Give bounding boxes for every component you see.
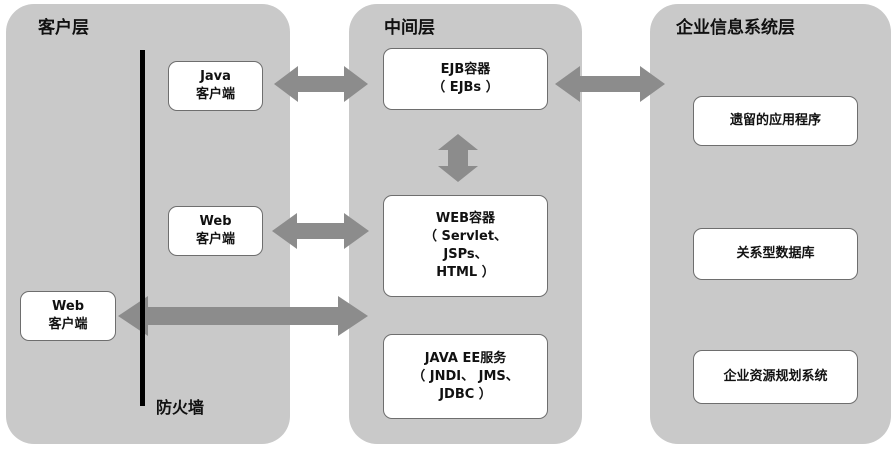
- ejb-container-line1: EJB容器: [440, 62, 491, 77]
- web-container-box: WEB容器 （ Servlet、 JSPs、 HTML ）: [383, 195, 548, 297]
- ejb-container-line2: （ EJBs ）: [432, 80, 499, 95]
- web-container-line3: JSPs、: [443, 247, 488, 262]
- erp-system-label: 企业资源规划系统: [723, 369, 828, 384]
- legacy-apps-box: 遗留的应用程序: [693, 96, 858, 146]
- web-client-2-line1: Web: [52, 299, 84, 314]
- relational-db-box: 关系型数据库: [693, 228, 858, 280]
- arrow-java-ejb: [274, 66, 368, 102]
- java-client-line2: 客户端: [195, 87, 235, 102]
- javaee-services-line3: JDBC ）: [439, 386, 492, 402]
- web-container-line2: （ Servlet、: [423, 229, 508, 244]
- ejb-container-box: EJB容器 （ EJBs ）: [383, 48, 548, 110]
- web-container-line1: WEB容器: [435, 211, 496, 226]
- web-container-line4: HTML ）: [436, 265, 495, 280]
- eis-tier-title: 企业信息系统层: [676, 18, 795, 38]
- web-client-1-line1: Web: [199, 214, 232, 229]
- arrow-webclient2-middle: [118, 296, 368, 336]
- java-client-line1: Java: [200, 69, 231, 84]
- web-client-2-line2: 客户端: [48, 317, 88, 332]
- java-client-box: Java 客户端: [168, 61, 263, 111]
- relational-db-label: 关系型数据库: [736, 246, 815, 261]
- web-client-box-2: Web 客户端: [20, 291, 116, 341]
- javaee-services-line1: JAVA EE服务: [424, 350, 507, 366]
- firewall-line: [140, 50, 145, 406]
- javaee-services-line2: （ JNDI、 JMS、: [412, 368, 519, 384]
- arrow-ejb-eis: [555, 66, 665, 102]
- arrow-ejb-web: [438, 134, 478, 182]
- javaee-services-box: JAVA EE服务 （ JNDI、 JMS、 JDBC ）: [383, 334, 548, 419]
- web-client-box-1: Web 客户端: [168, 206, 263, 256]
- erp-system-box: 企业资源规划系统: [693, 350, 858, 404]
- arrow-webclient-web: [272, 213, 369, 249]
- legacy-apps-label: 遗留的应用程序: [729, 113, 821, 128]
- client-tier-title: 客户层: [38, 18, 89, 38]
- middle-tier-title: 中间层: [384, 18, 435, 38]
- firewall-label: 防火墙: [156, 398, 205, 417]
- web-client-1-line2: 客户端: [195, 232, 235, 247]
